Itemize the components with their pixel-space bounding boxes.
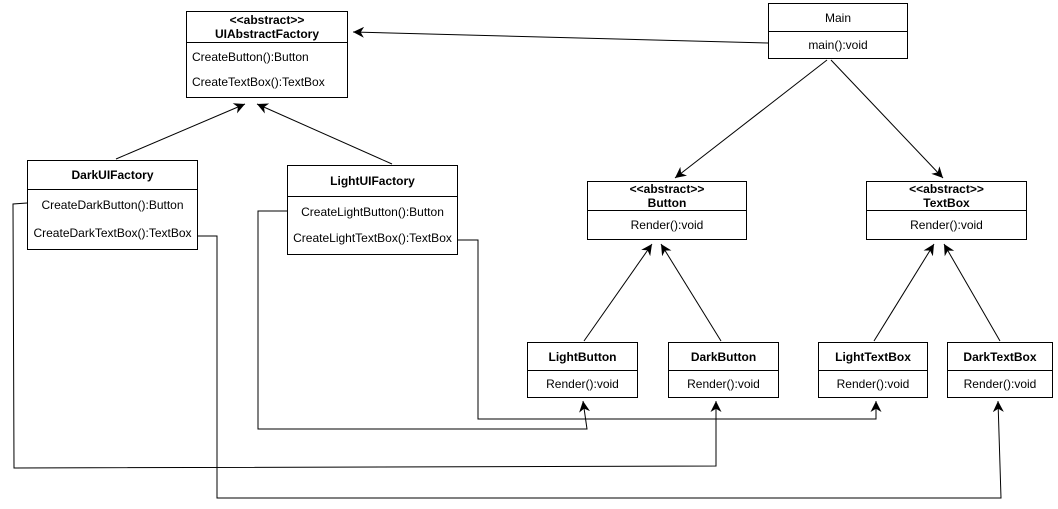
- method: CreateLightTextBox():TextBox: [293, 231, 452, 246]
- class-box-darkbutton[interactable]: DarkButton Render():void: [668, 342, 779, 398]
- edge-lighttextbox-to-textbox: [873, 243, 935, 342]
- edge-darkbutton-to-button: [660, 243, 722, 342]
- class-box-lightbutton[interactable]: LightButton Render():void: [527, 342, 638, 398]
- class-name: Main: [824, 10, 851, 25]
- class-box-uiabstractfactory[interactable]: <<abstract>> UIAbstractFactory CreateBut…: [186, 11, 348, 98]
- edge-darkuifactory-to-darktextbox: [198, 235, 1004, 499]
- edge-lightuifactory-to-uiabstractfactory: [256, 103, 393, 165]
- edge-darktextbox-to-textbox: [943, 243, 1001, 342]
- class-box-textbox[interactable]: <<abstract>> TextBox Render():void: [866, 181, 1027, 240]
- class-box-lighttextbox[interactable]: LightTextBox Render():void: [818, 342, 928, 398]
- edge-lightuifactory-to-lightbutton: [257, 210, 591, 430]
- class-title: LightUIFactory: [288, 166, 457, 197]
- class-name: DarkUIFactory: [71, 168, 154, 182]
- class-title: <<abstract>> UIAbstractFactory: [187, 12, 347, 43]
- method: CreateTextBox():TextBox: [192, 75, 325, 89]
- method: CreateDarkButton():Button: [41, 198, 184, 213]
- class-name: LightUIFactory: [330, 174, 415, 188]
- method: CreateButton():Button: [192, 50, 309, 64]
- class-name: DarkTextBox: [963, 349, 1037, 364]
- class-box-lightuifactory[interactable]: LightUIFactory CreateLightButton():Butto…: [287, 165, 458, 255]
- class-title: DarkTextBox: [948, 343, 1052, 371]
- edge-darkuifactory-to-uiabstractfactory: [115, 103, 246, 160]
- class-stereotype: <<abstract>>: [629, 182, 705, 196]
- edge-darkuifactory-to-darkbutton: [12, 202, 722, 469]
- method: Render():void: [687, 376, 760, 391]
- class-name: Button: [647, 196, 687, 210]
- class-methods: Render():void: [669, 371, 778, 397]
- method: Render():void: [546, 376, 619, 391]
- class-name: TextBox: [923, 196, 970, 210]
- edge-main-to-uiabstractfactory: [352, 26, 769, 44]
- class-title: <<abstract>> Button: [588, 182, 746, 211]
- class-methods: CreateDarkButton():Button CreateDarkText…: [28, 190, 197, 249]
- class-name: UIAbstractFactory: [214, 27, 320, 41]
- class-stereotype: <<abstract>>: [909, 182, 984, 196]
- class-name: LightButton: [548, 349, 617, 364]
- class-title: DarkUIFactory: [28, 161, 197, 190]
- method: main():void: [808, 37, 868, 52]
- class-title: LightButton: [528, 343, 637, 371]
- class-box-button[interactable]: <<abstract>> Button Render():void: [587, 181, 747, 240]
- method: Render():void: [630, 217, 704, 232]
- method: CreateLightButton():Button: [301, 204, 444, 219]
- class-stereotype: <<abstract>>: [229, 13, 305, 27]
- class-methods: Render():void: [819, 371, 927, 397]
- class-title: Main: [769, 4, 907, 32]
- class-name: LightTextBox: [835, 349, 911, 364]
- class-box-darktextbox[interactable]: DarkTextBox Render():void: [947, 342, 1053, 398]
- method: CreateDarkTextBox():TextBox: [33, 225, 192, 240]
- class-title: <<abstract>> TextBox: [867, 182, 1026, 211]
- method: Render():void: [910, 217, 983, 232]
- edge-lightbutton-to-button: [583, 243, 653, 342]
- edge-lightuifactory-to-lighttextbox: [458, 239, 882, 420]
- edge-main-to-button: [674, 59, 828, 179]
- class-methods: Render():void: [948, 371, 1052, 397]
- class-methods: Render():void: [867, 211, 1026, 239]
- class-title: DarkButton: [669, 343, 778, 371]
- method: Render():void: [836, 376, 910, 391]
- class-methods: Render():void: [588, 211, 746, 239]
- class-box-main[interactable]: Main main():void: [768, 3, 908, 59]
- class-methods: CreateLightButton():Button CreateLightTe…: [288, 197, 457, 254]
- class-box-darkuifactory[interactable]: DarkUIFactory CreateDarkButton():Button …: [27, 160, 198, 250]
- method: Render():void: [963, 376, 1037, 391]
- class-methods: Render():void: [528, 371, 637, 397]
- class-title: LightTextBox: [819, 343, 927, 371]
- class-methods: main():void: [769, 32, 907, 58]
- class-methods: CreateButton():Button CreateTextBox():Te…: [187, 43, 347, 97]
- edge-main-to-textbox: [830, 59, 944, 179]
- class-name: DarkButton: [690, 349, 757, 364]
